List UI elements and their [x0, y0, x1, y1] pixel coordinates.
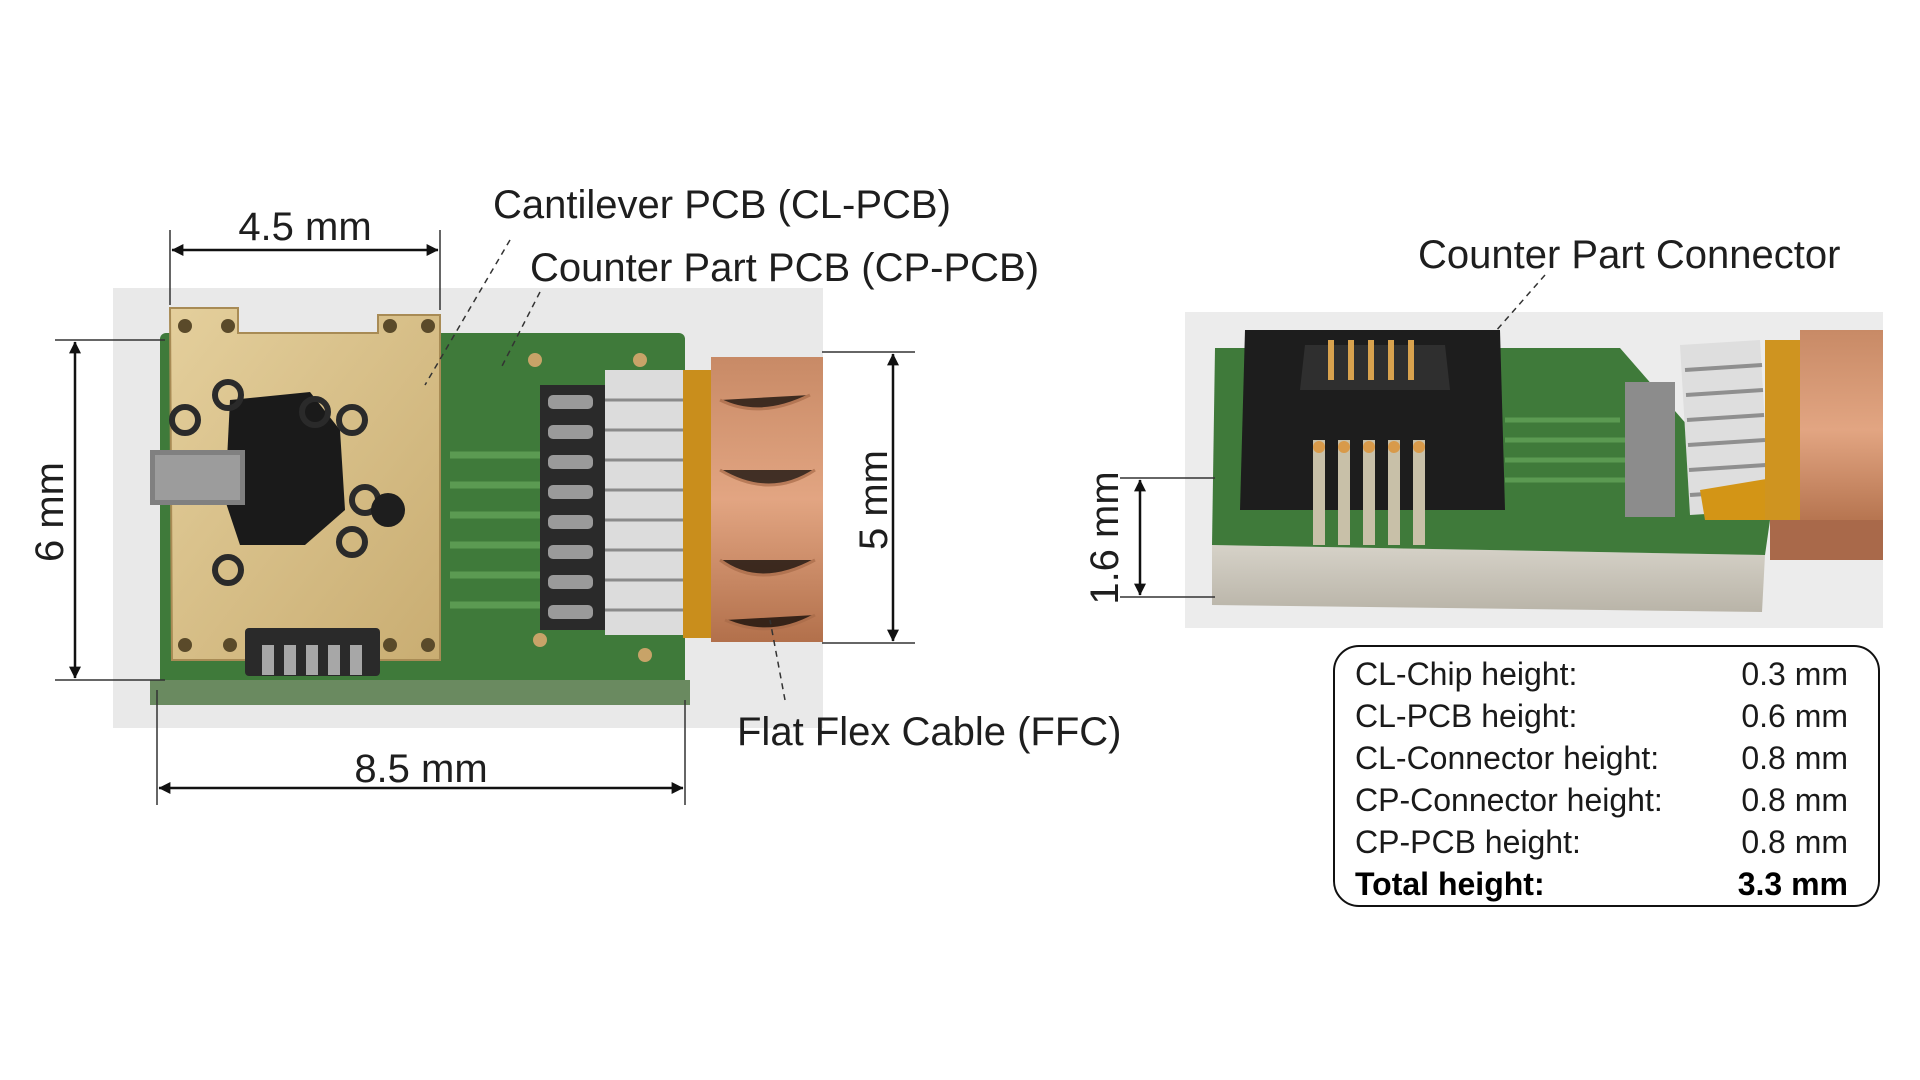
dim-height-left: 6 mm	[28, 462, 72, 562]
leader-lines	[424, 239, 1546, 701]
cl-connector	[245, 628, 380, 676]
dimension-lines	[55, 230, 1215, 805]
label-cl-pcb: Cantilever PCB (CL-PCB)	[493, 183, 951, 227]
spec-value: 0.3 mm	[1741, 656, 1848, 692]
spec-label: CP-Connector height:	[1355, 782, 1663, 818]
label-cp-pcb: Counter Part PCB (CP-PCB)	[530, 246, 1039, 290]
spec-value: 0.8 mm	[1741, 824, 1848, 860]
spec-value: 0.6 mm	[1741, 698, 1848, 734]
spec-row: CP-Connector height: 0.8 mm	[1355, 779, 1848, 821]
spec-value: 3.3 mm	[1737, 866, 1848, 902]
left-photo	[113, 288, 823, 728]
label-cp-connector: Counter Part Connector	[1418, 233, 1840, 277]
height-spec-table: CL-Chip height: 0.3 mm CL-PCB height: 0.6 m…	[1333, 645, 1880, 907]
right-photo	[1185, 312, 1883, 628]
spec-label: Total height:	[1355, 866, 1545, 902]
dim-height-right: 5 mm	[852, 450, 896, 550]
spec-row: CL-PCB height: 0.6 mm	[1355, 695, 1848, 737]
ffc-connector-pins	[540, 385, 605, 630]
spec-row: CL-Chip height: 0.3 mm	[1355, 653, 1848, 695]
spec-value: 0.8 mm	[1741, 740, 1848, 776]
spec-label: CL-Chip height:	[1355, 656, 1578, 692]
spec-row-total: Total height: 3.3 mm	[1355, 863, 1848, 905]
spec-row: CL-Connector height: 0.8 mm	[1355, 737, 1848, 779]
dim-side-height: 1.6 mm	[1083, 471, 1127, 604]
spec-label: CP-PCB height:	[1355, 824, 1581, 860]
dim-width-top: 4.5 mm	[238, 205, 371, 249]
spec-label: CL-PCB height:	[1355, 698, 1578, 734]
cp-connector	[1240, 330, 1505, 545]
dim-width-bottom: 8.5 mm	[354, 747, 487, 791]
cl-chip	[150, 379, 405, 586]
spec-row: CP-PCB height: 0.8 mm	[1355, 821, 1848, 863]
label-ffc: Flat Flex Cable (FFC)	[737, 710, 1122, 754]
spec-label: CL-Connector height:	[1355, 740, 1660, 776]
spec-value: 0.8 mm	[1741, 782, 1848, 818]
